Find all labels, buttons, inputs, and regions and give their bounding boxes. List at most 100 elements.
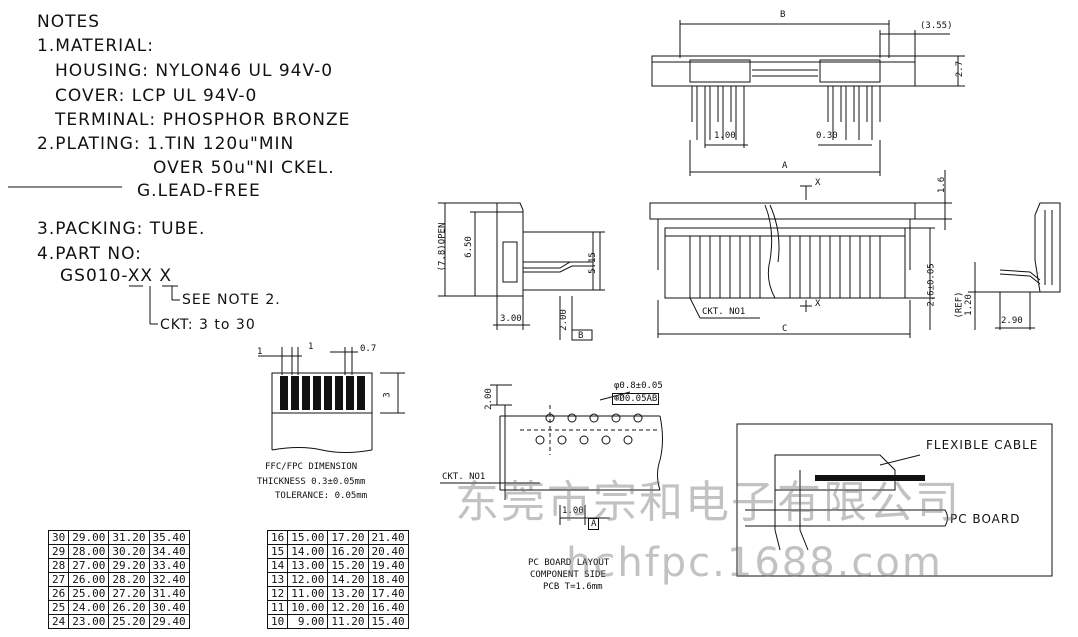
- table-cell: 33.40: [148, 558, 190, 573]
- table-cell: 14: [266, 558, 289, 573]
- pcb-layout-title: PC BOARD LAYOUT: [528, 558, 610, 568]
- pc-board-label: PC BOARD: [950, 512, 1021, 526]
- dim-26: 2.6±0.05: [926, 263, 937, 307]
- dim-16: 1.6: [937, 176, 948, 194]
- notes-terminal: TERMINAL: PHOSPHOR BRONZE: [55, 110, 351, 130]
- dim-515: 5.15: [587, 252, 598, 274]
- ffc-title: FFC/FPC DIMENSION: [265, 462, 358, 472]
- table-cell: 21.40: [367, 530, 409, 545]
- table-cell: 25: [47, 600, 70, 615]
- dim-3: 3: [382, 392, 393, 398]
- table-cell: 12.00: [287, 572, 329, 587]
- pcb-thickness: PCB T=1.6mm: [543, 582, 603, 592]
- table-cell: 27.20: [108, 586, 150, 601]
- table-cell: 15.00: [287, 530, 329, 545]
- ckt-no1-label: CKT. NO1: [702, 307, 746, 317]
- table-cell: 12: [266, 586, 289, 601]
- table-cell: 30: [47, 530, 70, 545]
- table-cell: 30.40: [148, 600, 190, 615]
- notes-ckt: CKT: 3 to 30: [160, 317, 256, 333]
- table-cell: 11.20: [327, 614, 369, 629]
- dim-300: 3.00: [500, 314, 522, 324]
- dim-07: 0.7: [360, 344, 377, 354]
- dim-open: (7.8)OPEN: [437, 222, 448, 272]
- table-cell: 14.00: [287, 544, 329, 559]
- table-cell: 25.20: [108, 614, 150, 629]
- table-cell: 13.20: [327, 586, 369, 601]
- table-cell: 16.40: [367, 600, 409, 615]
- ckt-no1-pcb: CKT. NO1: [442, 472, 486, 482]
- notes-leadfree: G.LEAD-FREE: [137, 181, 261, 201]
- table-cell: 35.40: [148, 530, 190, 545]
- table-cell: 15: [266, 544, 289, 559]
- notes-plating: 2.PLATING: 1.TIN 120u"MIN: [37, 134, 295, 154]
- dim-030: 0.30: [816, 131, 838, 141]
- table-cell: 11.00: [287, 586, 329, 601]
- dim-100b: 1.00: [562, 506, 584, 516]
- notes-cover: COVER: LCP UL 94V-0: [55, 86, 258, 106]
- table-cell: 13.00: [287, 558, 329, 573]
- dim-200b: 2.00: [483, 388, 494, 410]
- hole-diameter: φ0.8±0.05: [614, 381, 663, 391]
- dim-355: (3.55): [920, 21, 953, 31]
- table-cell: 20.40: [367, 544, 409, 559]
- datum-a: A: [588, 518, 600, 530]
- notes-partno: 4.PART NO:: [37, 244, 142, 264]
- table-cell: 14.20: [327, 572, 369, 587]
- dim-290: 2.90: [1001, 316, 1023, 326]
- notes-title: NOTES: [37, 12, 101, 32]
- section-x-top: X: [815, 178, 821, 188]
- table-cell: 12.20: [327, 600, 369, 615]
- watermark-url: hchfpc.1688.com: [566, 540, 943, 586]
- notes-plating-over: OVER 50u"NI CKEL.: [153, 158, 335, 178]
- dim-100: 1.00: [714, 131, 736, 141]
- table-cell: 11: [266, 600, 289, 615]
- watermark-company: 东莞市宗和电子有限公司: [455, 477, 961, 528]
- notes-partcode: GS010-XX X: [60, 266, 173, 286]
- ffc-tolerance: TOLERANCE: 0.05mm: [275, 491, 368, 501]
- dim-27: 2.7: [955, 60, 966, 78]
- table-cell: 26.20: [108, 600, 150, 615]
- table-cell: 28: [47, 558, 70, 573]
- dim-a: A: [782, 161, 788, 171]
- table-cell: 17.40: [367, 586, 409, 601]
- notes-seenote: SEE NOTE 2.: [182, 292, 281, 308]
- dim-c: C: [782, 324, 788, 334]
- table-cell: 29.00: [68, 530, 110, 545]
- dim-ffc-pitch-b: 1: [308, 342, 314, 352]
- table-cell: 29.40: [148, 614, 190, 629]
- table-cell: 30.20: [108, 544, 150, 559]
- table-cell: 23.00: [68, 614, 110, 629]
- table-cell: 29: [47, 544, 70, 559]
- dim-ffc-pitch-a: 1: [257, 347, 263, 357]
- ffc-thickness: THICKNESS 0.3±0.05mm: [257, 477, 366, 487]
- table-cell: 25.00: [68, 586, 110, 601]
- pcb-component-side: COMPONENT SIDE: [530, 570, 606, 580]
- table-cell: 27.00: [68, 558, 110, 573]
- hole-tolerance: ⊕Ø0.05AB: [612, 393, 660, 405]
- table-cell: 18.40: [367, 572, 409, 587]
- table-cell: 19.40: [367, 558, 409, 573]
- table-cell: 32.40: [148, 572, 190, 587]
- table-cell: 24: [47, 614, 70, 629]
- table-cell: 15.20: [327, 558, 369, 573]
- table-cell: 10: [266, 614, 289, 629]
- dim-120: 1.20: [963, 294, 974, 316]
- table-cell: 28.00: [68, 544, 110, 559]
- table-cell: 13: [266, 572, 289, 587]
- table-cell: 15.40: [367, 614, 409, 629]
- flexible-cable-label: FLEXIBLE CABLE: [926, 438, 1039, 452]
- table-cell: 26: [47, 586, 70, 601]
